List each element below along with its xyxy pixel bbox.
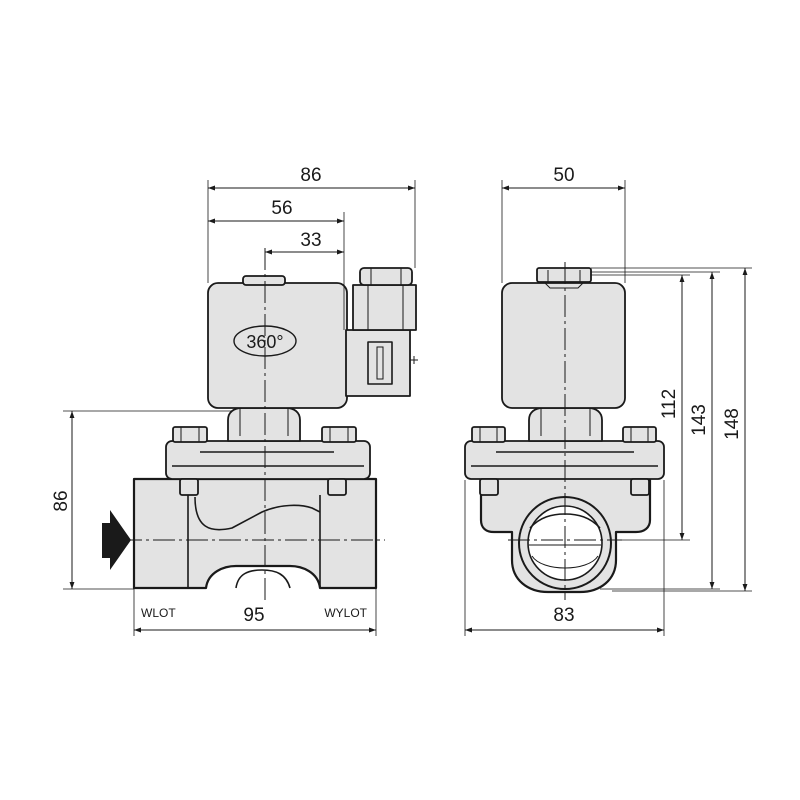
svg-text:86: 86 <box>300 165 321 186</box>
side-connector-body <box>345 329 411 397</box>
side-nut-left <box>179 478 199 496</box>
dimension-56: 56 <box>208 198 345 330</box>
side-body-bottom-notch <box>235 569 291 589</box>
outlet-label: WYLOT <box>324 606 367 620</box>
side-coil-cap <box>242 275 286 286</box>
side-connector-gland <box>352 284 417 331</box>
side-connector-slot <box>367 341 393 385</box>
front-view: 50 83 112 143 148 <box>464 165 752 636</box>
front-bolt-left <box>471 426 506 443</box>
front-coil <box>501 282 626 409</box>
dimension-86-left: 86 <box>51 410 232 590</box>
dimension-95: 95 WLOT WYLOT <box>133 588 377 636</box>
front-nut-right <box>630 478 650 496</box>
svg-text:50: 50 <box>553 165 574 186</box>
svg-text:86: 86 <box>51 490 72 511</box>
svg-text:83: 83 <box>553 605 574 626</box>
front-nut-left <box>479 478 499 496</box>
svg-text:95: 95 <box>243 605 264 626</box>
dimension-86-top: 86 <box>207 165 416 283</box>
side-view: 360° 86 56 33 <box>51 165 418 636</box>
dimension-83: 83 <box>464 480 665 636</box>
dimension-112: 112 <box>591 274 690 541</box>
svg-text:112: 112 <box>659 389 680 419</box>
side-bolt-left <box>172 426 208 443</box>
dimension-33: 33 <box>265 230 344 255</box>
svg-text:143: 143 <box>689 404 710 436</box>
side-armature-tube <box>227 407 301 442</box>
side-nut-right <box>327 478 347 496</box>
front-bolt-right <box>622 426 657 443</box>
front-coil-cap <box>536 267 592 283</box>
inlet-label: WLOT <box>141 606 176 620</box>
side-flange <box>165 440 371 480</box>
svg-text:33: 33 <box>300 230 321 251</box>
side-bolt-right <box>321 426 357 443</box>
dimension-50: 50 <box>501 165 626 283</box>
dimension-148: 148 <box>591 267 752 592</box>
flow-arrow-icon <box>102 510 131 570</box>
side-body-cavity <box>194 496 321 531</box>
side-connector-pin <box>410 356 418 364</box>
svg-text:56: 56 <box>271 198 292 219</box>
svg-text:148: 148 <box>722 408 743 440</box>
side-connector-screw <box>359 267 413 286</box>
dimension-143: 143 <box>591 271 720 590</box>
side-body-inner-recess <box>187 495 321 588</box>
